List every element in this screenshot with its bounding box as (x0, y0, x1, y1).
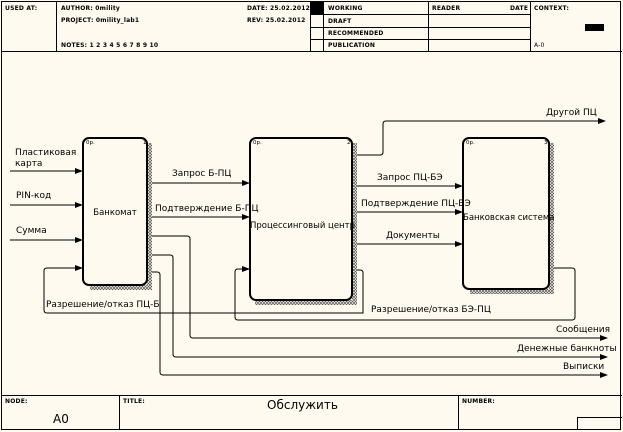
box-1-bankomat[interactable] (82, 137, 148, 286)
arrow-messages[interactable] (152, 235, 608, 341)
status-draft[interactable]: DRAFT (328, 18, 352, 25)
node-value: A0 (53, 412, 69, 426)
rev-field: REV: 25.02.2012 (247, 17, 306, 24)
date-field: DATE: 25.02.2012 (247, 5, 310, 12)
number-label: NUMBER: (462, 398, 495, 405)
status-publication[interactable]: PUBLICATION (328, 42, 376, 49)
notes-field: NOTES: 1 2 3 4 5 6 7 8 9 10 (61, 42, 159, 49)
status-working[interactable]: WORKING (328, 5, 363, 12)
context-label: CONTEXT: (534, 5, 570, 12)
box-3-number: 3 (544, 140, 548, 146)
box-2-cost: 0р. (253, 140, 262, 146)
context-node: A-0 (534, 42, 545, 49)
reader-date-label: DATE (510, 5, 529, 12)
arrow-razr-pc-b[interactable] (43, 265, 364, 314)
title-label: TITLE: (123, 398, 145, 405)
box-3-bank-system[interactable] (462, 137, 550, 290)
node-label: NODE: (5, 398, 28, 405)
label-pin-code: PIN-код (16, 191, 52, 201)
label-banknotes: Денежные банкноты (517, 344, 617, 354)
context-box-marker (585, 24, 604, 31)
label-messages: Сообщения (556, 325, 611, 335)
arrow-statements[interactable] (152, 271, 608, 378)
status-recommended[interactable]: RECOMMENDED (328, 30, 384, 37)
label-plastic-card-line2: карта (15, 159, 43, 169)
working-status-marker (311, 2, 323, 14)
label-zapros-pc-be: Запрос ПЦ-БЭ (377, 173, 443, 183)
label-razr-be-pc: Разрешение/отказ БЭ-ПЦ (371, 305, 491, 315)
diagram-title: Обслужить (267, 398, 338, 412)
reader-label: READER (432, 5, 461, 12)
box-1-number: 1 (143, 140, 147, 146)
box-2-label: Процессинговый центр (250, 221, 355, 231)
used-at-label: USED AT: (5, 5, 38, 12)
label-plastic-card-line1: Пластиковая (15, 148, 77, 158)
header-grid (1, 1, 622, 52)
arrow-banknotes[interactable] (152, 254, 608, 360)
arrow-other-pc[interactable] (357, 118, 606, 156)
author-field: AUTHOR: 0mility (61, 5, 121, 12)
box-3-cost: 0р. (466, 140, 475, 146)
box-1-cost: 0р. (86, 140, 95, 146)
label-zapros-b-pc: Запрос Б-ПЦ (172, 169, 232, 179)
box-2-number: 2 (347, 140, 351, 146)
project-field: PROJECT: 0mility_lab1 (61, 17, 140, 24)
label-documents: Документы (386, 231, 440, 241)
label-podtv-b-pc: Подтверждение Б-ПЦ (155, 204, 259, 214)
label-other-pc: Другой ПЦ (546, 108, 597, 118)
box-3-label: Банковская система (463, 213, 555, 223)
label-podtv-pc-be: Подтверждение ПЦ-БЭ (361, 199, 471, 209)
label-statements: Выписки (563, 362, 605, 372)
arrow-razr-be-pc[interactable] (234, 266, 576, 321)
box-1-label: Банкомат (93, 208, 137, 218)
footer-grid (1, 395, 622, 430)
label-amount: Сумма (16, 226, 47, 236)
box-2-processing-center[interactable] (249, 137, 353, 301)
label-razr-pc-b: Разрешение/отказ ПЦ-Б (46, 300, 160, 310)
